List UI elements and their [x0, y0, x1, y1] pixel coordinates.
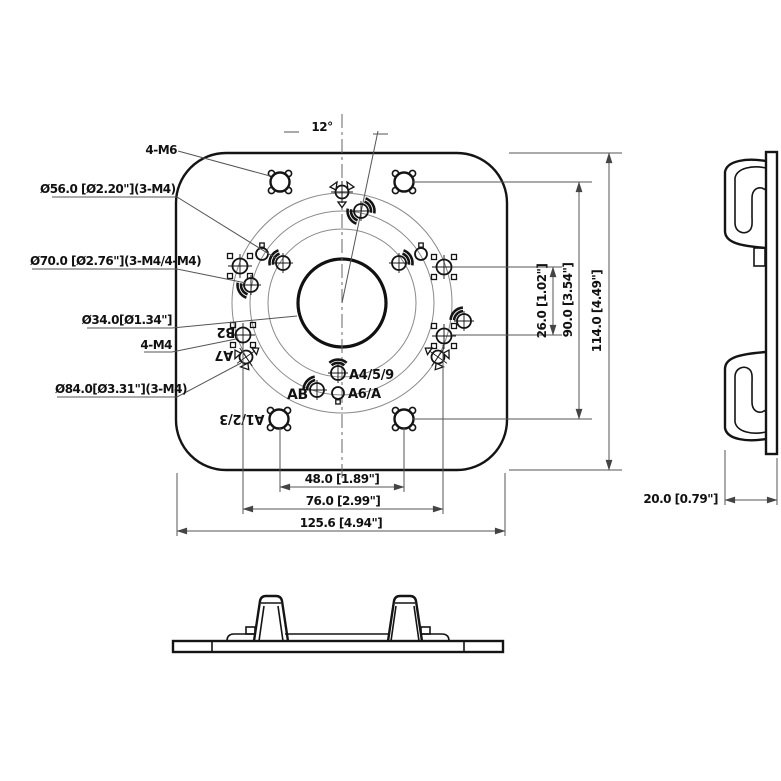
- angle-dimension: 12°: [284, 114, 388, 478]
- callout-4-m6: 4-M6: [145, 143, 177, 157]
- engraving-a459: A4/5/9: [349, 368, 394, 383]
- base-plate: [171, 639, 505, 654]
- callouts: 4-M6 Ø56.0 [Ø2.20"](3-M4) Ø70.0 [Ø2.76"]…: [30, 143, 202, 396]
- top-hook: [723, 158, 767, 250]
- left-post: [252, 594, 290, 642]
- right-dimensions: 26.0 [1.02"] 90.0 [3.54"] 114.0 [4.49"]: [413, 152, 622, 471]
- bottom-view: [171, 594, 505, 654]
- angle-label: 12°: [311, 120, 332, 134]
- callout-d34: Ø34.0[Ø1.34"]: [82, 313, 172, 327]
- dim-26: 26.0 [1.02"]: [535, 264, 549, 339]
- leader-lines: [32, 150, 298, 398]
- callout-d84: Ø84.0[Ø3.31"](3-M4): [55, 382, 187, 396]
- engraving-a6a: A6/A: [348, 387, 381, 402]
- engraving-a123: A1/2/3: [219, 411, 264, 426]
- right-post: [386, 594, 424, 642]
- bottom-hook: [723, 350, 767, 442]
- callout-4-m4: 4-M4: [140, 338, 172, 352]
- dim-125: 125.6 [4.94"]: [300, 516, 382, 530]
- dim-20: 20.0 [0.79"]: [643, 492, 718, 506]
- dim-48: 48.0 [1.89"]: [305, 472, 380, 486]
- callout-d70: Ø70.0 [Ø2.76"](3-M4/4-M4): [30, 254, 201, 268]
- engraving-b2: B2: [217, 324, 235, 339]
- dim-90: 90.0 [3.54"]: [561, 263, 575, 338]
- angle-line: [341, 130, 379, 304]
- bottom-dimensions: 48.0 [1.89"] 76.0 [2.99"] 125.6 [4.94"]: [176, 345, 506, 536]
- side-plate: [764, 150, 779, 456]
- plate-engravings: AB A4/5/9 A6/A A1/2/3 A7 B2: [214, 324, 394, 426]
- callout-d56: Ø56.0 [Ø2.20"](3-M4): [40, 182, 176, 196]
- front-view: 12°: [30, 114, 622, 536]
- side-view: 20.0 [0.79"]: [643, 150, 779, 506]
- dim-114: 114.0 [4.49"]: [590, 270, 604, 352]
- left-step: [226, 633, 254, 642]
- engraving-ab: AB: [287, 387, 308, 403]
- side-dimension: 20.0 [0.79"]: [643, 450, 778, 506]
- side-nub: [753, 247, 766, 267]
- right-step: [422, 633, 450, 642]
- engraving-a7: A7: [214, 347, 233, 362]
- dim-76: 76.0 [2.99"]: [306, 494, 381, 508]
